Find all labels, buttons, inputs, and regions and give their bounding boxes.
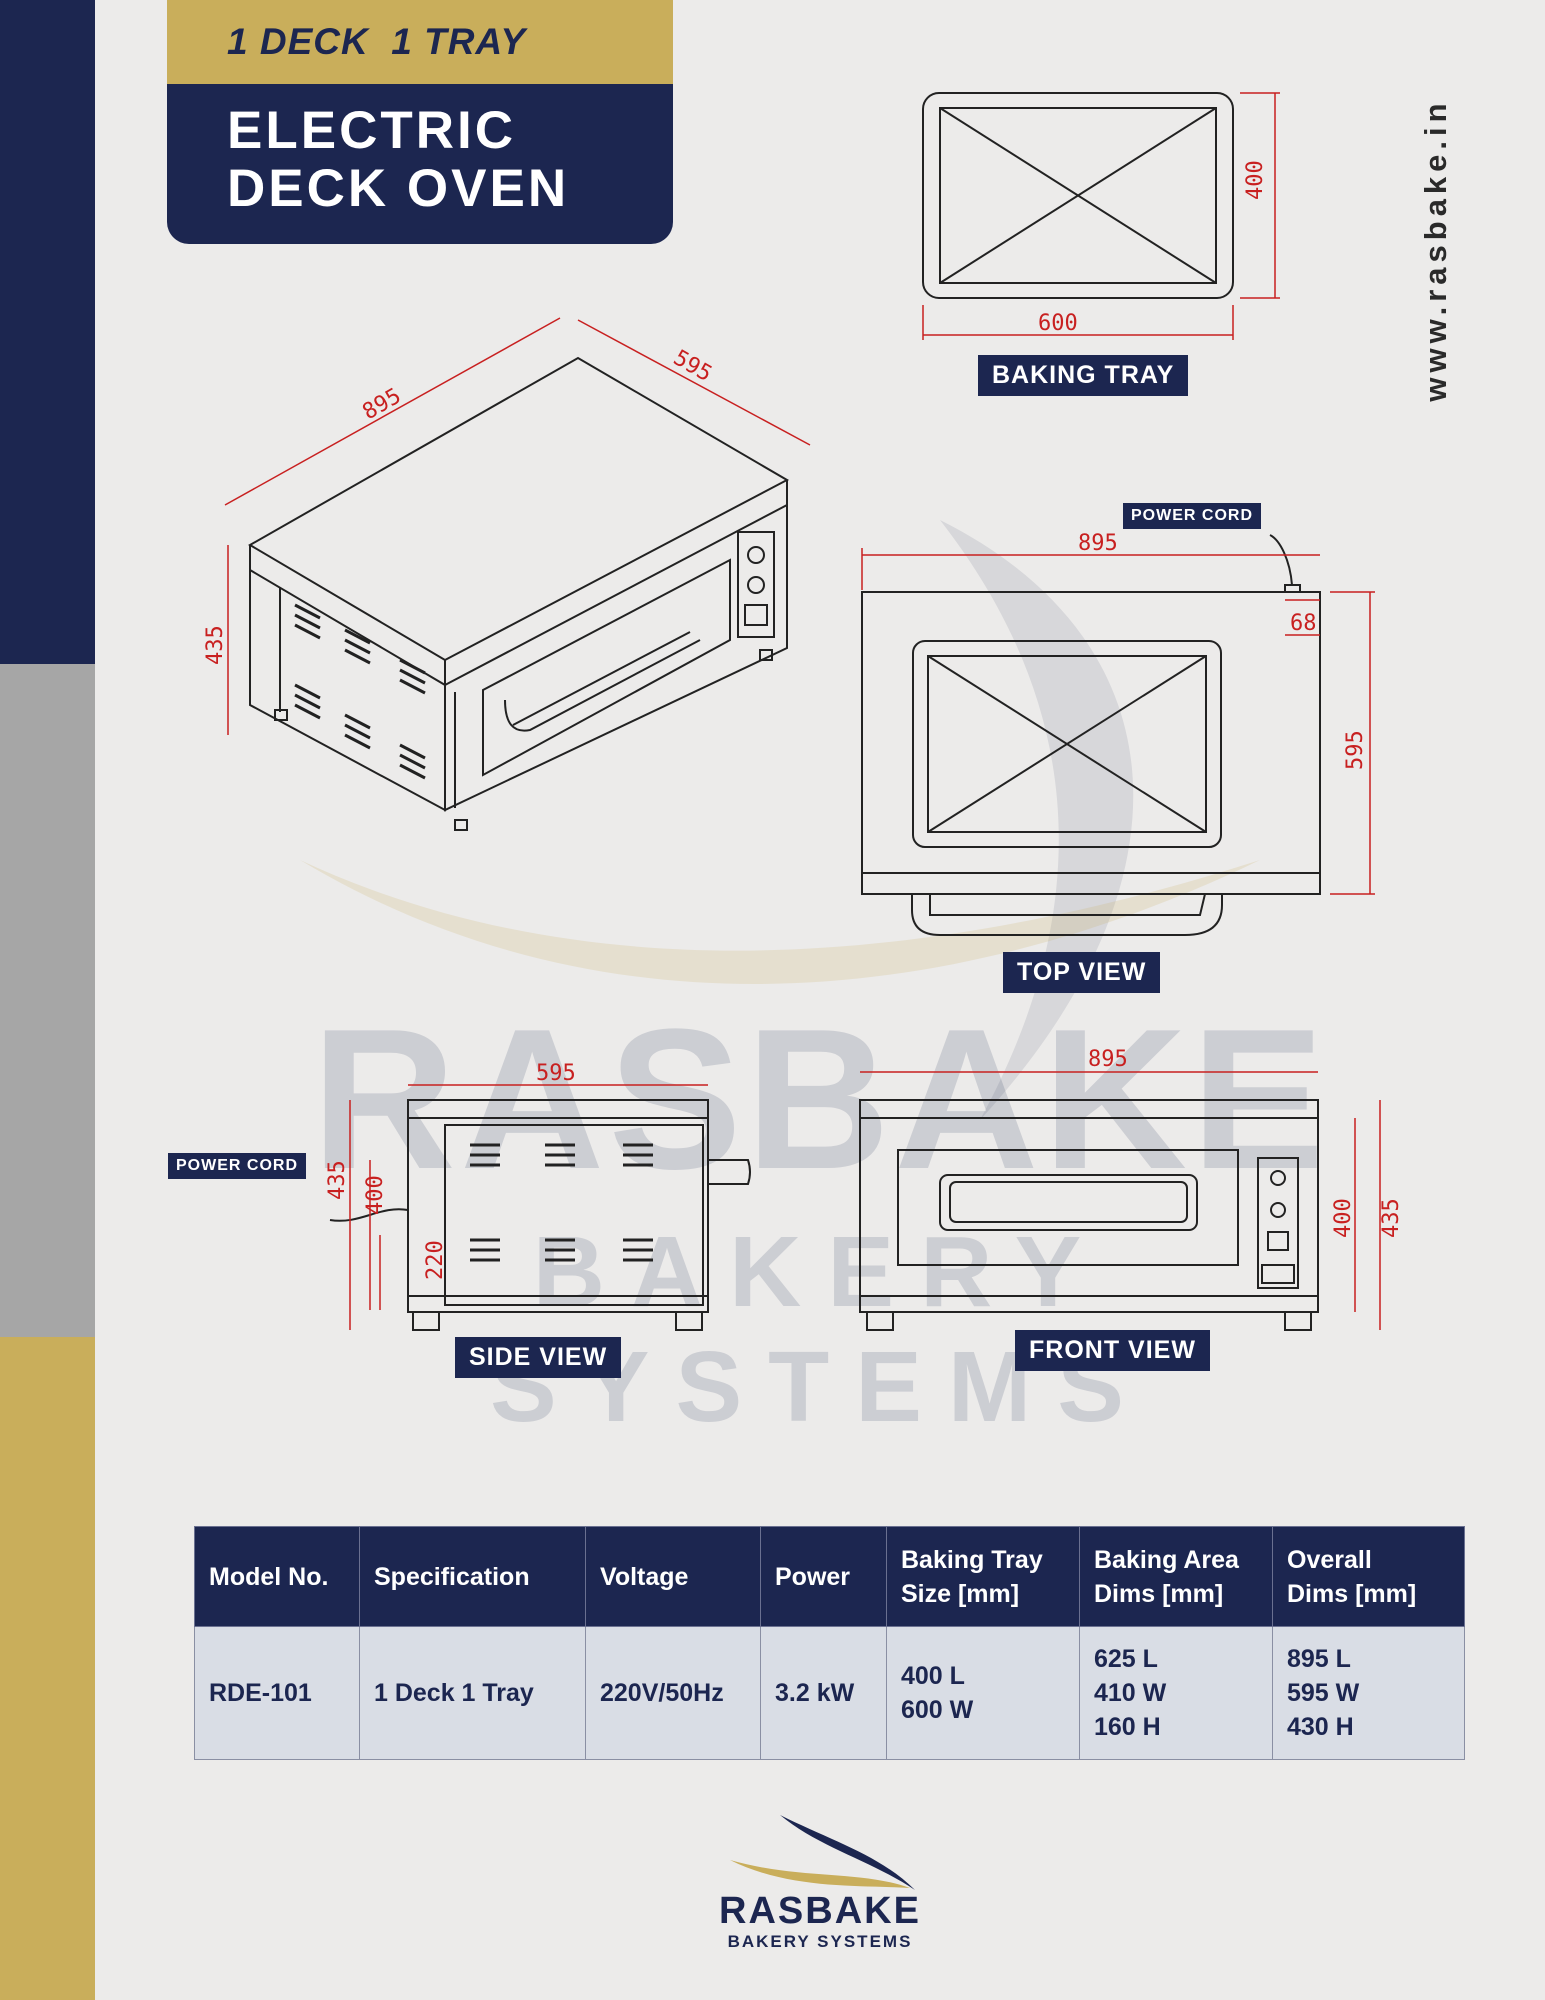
cell-overall-dims: 895 L 595 W 430 H xyxy=(1272,1626,1465,1760)
dim-front-length: 895 xyxy=(1088,1047,1128,1072)
label-side-view: SIDE VIEW xyxy=(455,1337,622,1378)
top-view-drawing xyxy=(861,534,1321,936)
logo-name: RASBAKE xyxy=(719,1890,921,1932)
dim-top-length: 895 xyxy=(1078,531,1118,556)
table-header-row: Model No. Specification Voltage Power Ba… xyxy=(194,1526,1465,1627)
sidebar-navy-band xyxy=(0,0,95,664)
subtitle: 1 DECK 1 TRAY xyxy=(227,21,527,62)
cell-power: 3.2 kW xyxy=(760,1626,887,1760)
dim-tray-width: 600 xyxy=(1038,311,1078,336)
title-line-2: DECK OVEN xyxy=(227,159,570,218)
dim-tray-height: 400 xyxy=(1243,160,1268,200)
cell-baking-area: 625 L 410 W 160 H xyxy=(1079,1626,1273,1760)
header-power: Power xyxy=(760,1526,887,1627)
label-baking-tray: BAKING TRAY xyxy=(978,355,1189,396)
label-top-view: TOP VIEW xyxy=(1003,952,1161,993)
logo-swoosh-icon xyxy=(730,1815,915,1890)
header-tray-size: Baking Tray Size [mm] xyxy=(886,1526,1080,1627)
cell-voltage: 220V/50Hz xyxy=(585,1626,761,1760)
isometric-oven-drawing xyxy=(248,356,790,831)
table-row: RDE-101 1 Deck 1 Tray 220V/50Hz 3.2 kW 4… xyxy=(194,1626,1465,1760)
front-view-drawing xyxy=(859,1099,1319,1331)
dim-iso-height: 435 xyxy=(203,625,228,665)
specification-table: Model No. Specification Voltage Power Ba… xyxy=(194,1526,1465,1760)
label-front-view: FRONT VIEW xyxy=(1015,1330,1210,1371)
dim-side-leg: 220 xyxy=(423,1240,448,1280)
dim-side-inner: 400 xyxy=(363,1175,388,1215)
dim-front-height: 435 xyxy=(1379,1198,1404,1238)
subtitle-banner: 1 DECK 1 TRAY xyxy=(167,0,673,84)
cell-specification: 1 Deck 1 Tray xyxy=(359,1626,586,1760)
dim-iso-length: 895 xyxy=(359,384,406,426)
sidebar-gray-band xyxy=(0,664,95,1337)
header-voltage: Voltage xyxy=(585,1526,761,1627)
header-overall-dims: Overall Dims [mm] xyxy=(1272,1526,1465,1627)
header-baking-area: Baking Area Dims [mm] xyxy=(1079,1526,1273,1627)
title-line-1: ELECTRIC xyxy=(227,101,516,160)
dim-side-depth: 595 xyxy=(536,1061,576,1086)
label-power-cord-side: POWER CORD xyxy=(168,1153,306,1179)
dim-side-height: 435 xyxy=(325,1160,350,1200)
baking-tray-drawing xyxy=(922,92,1234,299)
dim-top-cord: 68 xyxy=(1290,611,1317,636)
cell-tray-size: 400 L 600 W xyxy=(886,1626,1080,1760)
logo-tagline: BAKERY SYSTEMS xyxy=(727,1932,913,1951)
sidebar-gold-band xyxy=(0,1337,95,2000)
header-specification: Specification xyxy=(359,1526,586,1627)
title-banner: ELECTRIC DECK OVEN xyxy=(167,84,673,244)
side-view-drawing xyxy=(329,1099,751,1331)
cell-model: RDE-101 xyxy=(194,1626,360,1760)
swoosh-gold-decoration xyxy=(300,860,1260,985)
dim-front-inner: 400 xyxy=(1331,1198,1356,1238)
label-power-cord-top: POWER CORD xyxy=(1123,503,1261,529)
swoosh-decoration xyxy=(940,520,1134,1120)
header-model: Model No. xyxy=(194,1526,360,1627)
dim-top-depth: 595 xyxy=(1343,730,1368,770)
